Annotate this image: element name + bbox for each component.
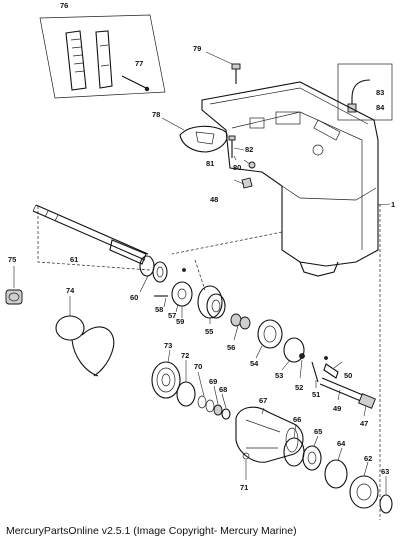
seal-68 bbox=[221, 408, 231, 420]
washer-69 bbox=[213, 404, 223, 416]
speedometer-pickup bbox=[337, 63, 393, 121]
callout-74: 74 bbox=[66, 286, 75, 295]
bushing-75 bbox=[5, 289, 23, 305]
reverse-gear-73 bbox=[151, 361, 181, 399]
bearing-carrier-67 bbox=[235, 406, 304, 463]
callout-58: 58 bbox=[155, 305, 163, 314]
ring-64 bbox=[324, 459, 348, 489]
callout-79: 79 bbox=[193, 44, 201, 53]
callout-73: 73 bbox=[164, 341, 172, 350]
callout-75: 75 bbox=[8, 255, 16, 264]
callout-55: 55 bbox=[205, 327, 213, 336]
callout-64: 64 bbox=[337, 439, 346, 448]
callout-69: 69 bbox=[209, 377, 217, 386]
bolt-81-82 bbox=[228, 135, 236, 158]
callout-62: 62 bbox=[364, 454, 372, 463]
cam-50 bbox=[323, 356, 339, 379]
callout-50: 50 bbox=[344, 371, 352, 380]
callout-53: 53 bbox=[275, 371, 283, 380]
callout-47: 47 bbox=[360, 419, 368, 428]
callout-66: 66 bbox=[293, 415, 301, 424]
screw-79 bbox=[231, 63, 241, 84]
trim-tab-78 bbox=[179, 125, 228, 153]
ring-53 bbox=[283, 337, 305, 363]
bearing-56 bbox=[230, 313, 251, 330]
ball-52 bbox=[299, 353, 305, 359]
pinion-gear-57 bbox=[171, 268, 193, 307]
callout-67: 67 bbox=[259, 396, 267, 405]
callout-61: 61 bbox=[70, 255, 78, 264]
callout-63: 63 bbox=[381, 467, 389, 476]
callout-65: 65 bbox=[314, 427, 322, 436]
callout-83: 83 bbox=[376, 88, 384, 97]
callout-56: 56 bbox=[227, 343, 235, 352]
callout-labels: 76 77 79 83 84 78 82 81 80 48 1 61 75 74… bbox=[8, 1, 395, 492]
bearing-65 bbox=[302, 445, 322, 471]
gear-housing bbox=[201, 81, 391, 277]
callout-82: 82 bbox=[245, 145, 253, 154]
screw-77 bbox=[121, 75, 150, 92]
callout-57: 57 bbox=[168, 311, 176, 320]
callout-51: 51 bbox=[312, 390, 320, 399]
callout-80: 80 bbox=[233, 163, 241, 172]
callout-59: 59 bbox=[176, 317, 184, 326]
ring-72 bbox=[176, 381, 196, 407]
clutch-47 bbox=[358, 393, 376, 409]
anode-left bbox=[65, 30, 87, 91]
callout-71: 71 bbox=[240, 483, 248, 492]
bearing-60 bbox=[139, 255, 168, 283]
drive-shaft-61 bbox=[32, 204, 149, 265]
callout-72: 72 bbox=[181, 351, 189, 360]
bearing-54 bbox=[257, 319, 283, 349]
callout-52: 52 bbox=[295, 383, 303, 392]
pin-51 bbox=[311, 361, 319, 383]
washer-63 bbox=[379, 494, 393, 514]
callout-78: 78 bbox=[152, 110, 160, 119]
callout-84: 84 bbox=[376, 103, 385, 112]
anode-right bbox=[95, 30, 113, 89]
retainer-74 bbox=[55, 315, 115, 377]
bearing-70 bbox=[197, 395, 215, 413]
exploded-parts-diagram: 76 77 79 83 84 78 82 81 80 48 1 61 75 74… bbox=[5, 1, 395, 520]
callout-76: 76 bbox=[60, 1, 68, 10]
bolt-71 bbox=[242, 452, 250, 460]
callout-54: 54 bbox=[250, 359, 259, 368]
callout-70: 70 bbox=[194, 362, 202, 371]
callout-81: 81 bbox=[206, 159, 214, 168]
image-caption: MercuryPartsOnline v2.5.1 (Image Copyrig… bbox=[6, 525, 297, 537]
callout-49: 49 bbox=[333, 404, 341, 413]
nut-48 bbox=[241, 177, 253, 189]
nut-62 bbox=[349, 475, 379, 509]
anode-kit-box bbox=[39, 14, 166, 99]
callout-68: 68 bbox=[219, 385, 227, 394]
callout-60: 60 bbox=[130, 293, 138, 302]
callout-77: 77 bbox=[135, 59, 143, 68]
forward-gear-55 bbox=[197, 285, 226, 319]
washer-80 bbox=[248, 161, 256, 169]
o-ring-66 bbox=[283, 437, 305, 467]
callout-48: 48 bbox=[210, 195, 218, 204]
callout-1: 1 bbox=[391, 200, 395, 209]
